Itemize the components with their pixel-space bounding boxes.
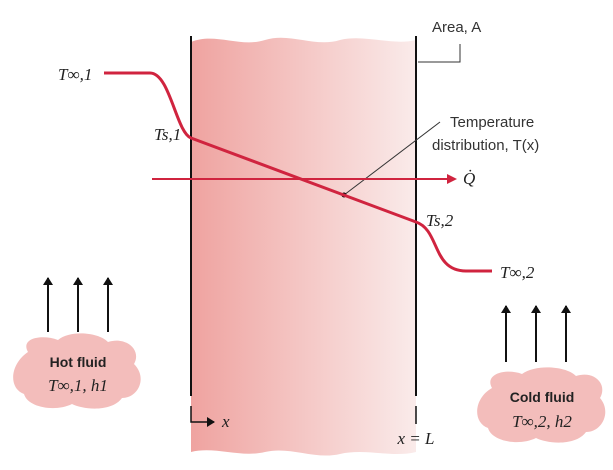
x-axis-bracket bbox=[190, 406, 215, 427]
area-leader-line bbox=[418, 44, 461, 63]
temp-dist-label-line2: distribution, T(x) bbox=[432, 137, 539, 154]
wall-slab bbox=[191, 37, 416, 456]
cold-fluid-title: Cold fluid bbox=[510, 389, 575, 405]
temp-dist-label-line1: Temperature bbox=[450, 114, 534, 131]
x-axis-label: x bbox=[221, 412, 230, 431]
t-inf-2-label: T∞,2 bbox=[500, 263, 535, 282]
area-label: Area, A bbox=[432, 19, 481, 36]
temp-dist-leader-line bbox=[343, 121, 441, 196]
t-s-1-label: Ts,1 bbox=[154, 125, 181, 144]
cold-fluid-params: T∞,2, h2 bbox=[512, 412, 572, 431]
cold-fluid-cloud bbox=[477, 367, 606, 443]
hot-fluid-title: Hot fluid bbox=[50, 354, 107, 370]
t-s-2-label: Ts,2 bbox=[426, 211, 454, 230]
heat-rate-label: Q̇ bbox=[463, 169, 475, 188]
x-end-label: x = L bbox=[397, 429, 435, 448]
hot-fluid-params: T∞,1, h1 bbox=[48, 376, 108, 395]
temperature-profile-line bbox=[104, 71, 492, 273]
t-inf-1-label: T∞,1 bbox=[58, 65, 92, 84]
hot-fluid-cloud bbox=[13, 333, 141, 409]
